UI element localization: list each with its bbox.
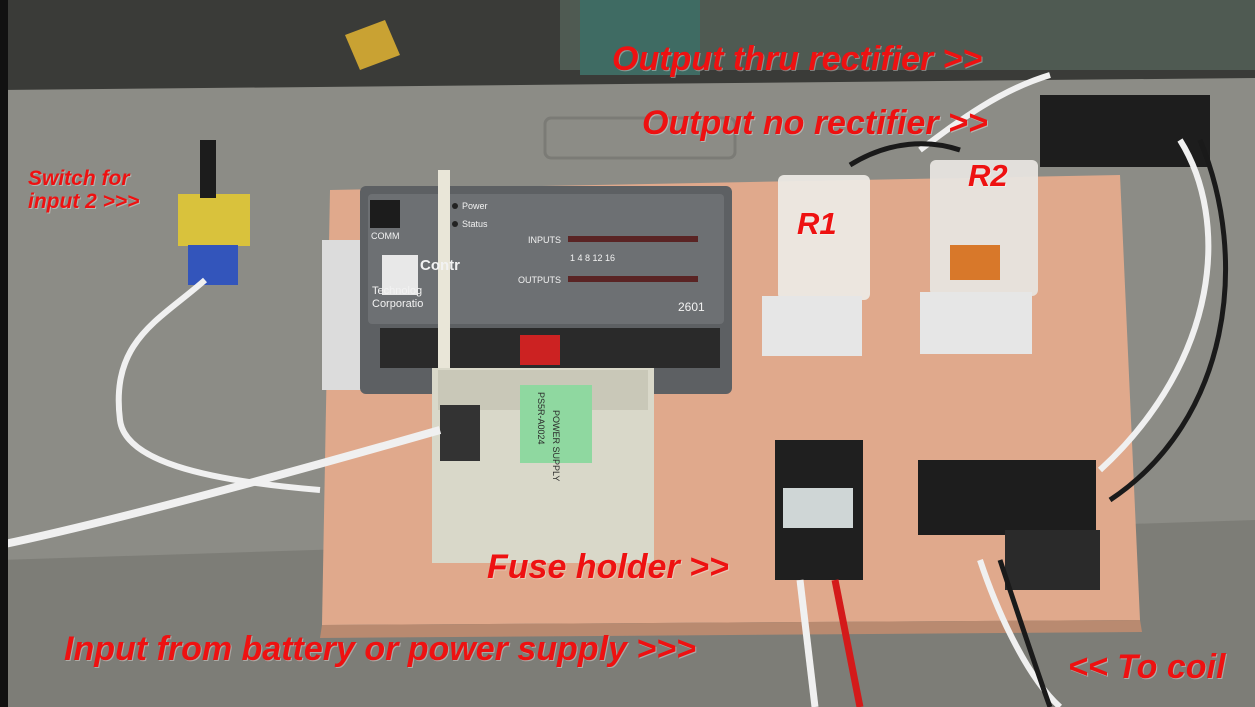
label-switch-line-1: Switch for xyxy=(28,167,130,190)
wire-switch xyxy=(115,277,321,493)
fuse-glass xyxy=(783,488,853,528)
yellow-label xyxy=(345,20,400,70)
power-supply-title: POWER SUPPLY xyxy=(551,410,561,482)
power-label: Power xyxy=(462,201,488,211)
switch-terminals xyxy=(188,245,238,285)
label-switch-for-input-2: Switch for input 2 >>> xyxy=(28,167,139,213)
red-connectors xyxy=(520,335,560,365)
comm-port xyxy=(370,200,400,228)
wire-white-down xyxy=(796,579,819,707)
relay-2-base xyxy=(920,292,1032,354)
label-switch-line-2: input 2 >>> xyxy=(28,190,140,214)
outputs-led-bar xyxy=(568,276,698,282)
equipment-top-right xyxy=(560,0,1255,70)
frame-left-edge xyxy=(0,0,8,707)
brand-line-3: Corporatio xyxy=(372,298,424,310)
inputs-label: INPUTS xyxy=(528,235,562,245)
label-input-from-battery: Input from battery or power supply >>> xyxy=(64,630,696,668)
status-label: Status xyxy=(462,219,488,229)
relay-2-coil xyxy=(950,245,1000,280)
wire-right-black xyxy=(1108,139,1229,503)
wire-to-coil-black xyxy=(997,559,1053,707)
toggle-switch-body xyxy=(178,194,250,246)
relay-1-body xyxy=(778,175,870,300)
terminal-block-top xyxy=(1040,95,1210,167)
brand-line-1: Contr xyxy=(420,257,460,274)
power-led xyxy=(452,203,458,209)
brand-line-2: Technolog xyxy=(372,285,423,297)
label-output-thru-rectifier: Output thru rectifier >> xyxy=(612,40,983,78)
label-relay-r1: R1 xyxy=(797,206,837,241)
wire-input xyxy=(0,426,442,549)
ct-logo xyxy=(382,255,418,295)
toggle-switch-lever xyxy=(200,140,216,198)
teal-device xyxy=(580,0,700,75)
wire-right-white xyxy=(1097,138,1212,473)
relay-1-base xyxy=(762,296,862,356)
wire-top xyxy=(918,72,1051,153)
wire-r1-top xyxy=(848,141,961,168)
board-edge xyxy=(320,620,1142,638)
cable-tie xyxy=(438,170,450,390)
terminal-block-bottom xyxy=(918,460,1096,535)
outputs-label: OUTPUTS xyxy=(518,275,562,285)
label-fuse-holder: Fuse holder >> xyxy=(487,548,729,586)
power-supply-label xyxy=(520,385,592,463)
inputs-led-bar xyxy=(568,236,698,242)
controller-mount-plate xyxy=(322,240,362,390)
label-relay-r2: R2 xyxy=(968,158,1008,193)
embossed-logo xyxy=(543,116,737,160)
power-supply-terminals xyxy=(440,405,480,461)
terminal-block-bottom-shadow xyxy=(1005,530,1100,590)
wire-to-coil xyxy=(977,559,1063,707)
model-label: 2601 xyxy=(678,300,705,314)
label-to-coil: << To coil xyxy=(1068,648,1226,686)
comm-label: COMM xyxy=(371,231,400,241)
controller-face xyxy=(368,194,724,324)
scale-label: 1 4 8 12 16 xyxy=(570,253,616,263)
wire-red xyxy=(831,579,864,707)
label-output-no-rectifier: Output no rectifier >> xyxy=(642,104,988,142)
power-supply-model: PS5R-A0024 xyxy=(536,392,546,445)
status-led xyxy=(452,221,458,227)
